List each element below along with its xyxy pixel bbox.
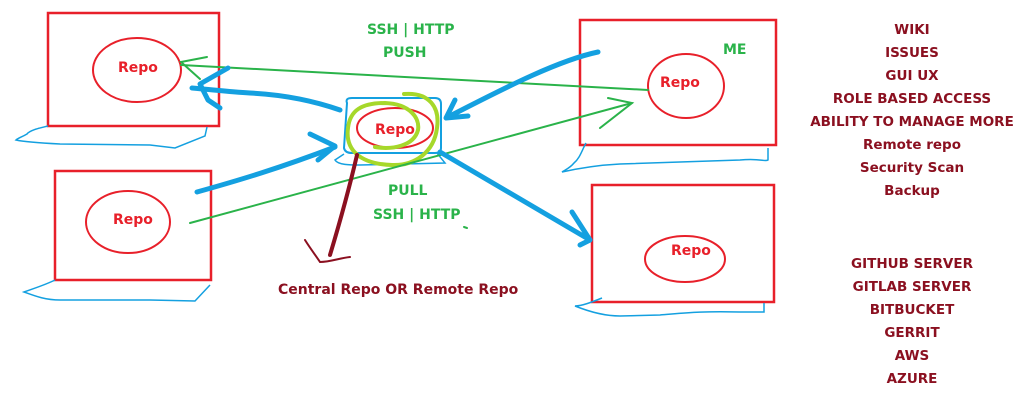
laptop-bottom-right xyxy=(574,183,776,317)
push-label: PUSH xyxy=(383,45,427,61)
server-item: AWS xyxy=(894,348,930,364)
center-to-topleft-arrow xyxy=(189,85,343,113)
laptop-top-right xyxy=(561,18,778,173)
repo-label-bottom-left: Repo xyxy=(113,212,153,228)
laptop-keyboard xyxy=(333,152,447,166)
laptop-center xyxy=(333,91,447,168)
arrowhead xyxy=(443,97,471,121)
push-protocol-label: SSH | HTTP xyxy=(367,22,455,38)
servers-list: GITHUB SERVER GITLAB SERVER BITBUCKET GE… xyxy=(800,253,1024,391)
repo-label-top-left: Repo xyxy=(118,60,158,76)
laptop-keyboard xyxy=(574,297,765,317)
feature-item: ROLE BASED ACCESS xyxy=(832,91,992,107)
feature-item: Backup xyxy=(884,183,940,199)
pull-label: PULL xyxy=(388,183,428,199)
bottomleft-to-center-arrow xyxy=(194,144,338,195)
laptop-keyboard xyxy=(21,279,211,302)
repo-ellipse xyxy=(85,190,171,254)
green-arrows xyxy=(178,56,649,229)
stray-mark xyxy=(463,226,468,229)
server-item: GERRIT xyxy=(884,325,940,341)
laptop-top-left xyxy=(14,11,221,149)
server-item: GITHUB SERVER xyxy=(851,256,973,272)
push-line xyxy=(180,64,649,91)
central-repo-caption: Central Repo OR Remote Repo xyxy=(278,282,519,298)
pointer-arrowhead xyxy=(304,239,351,264)
pull-arrowhead xyxy=(599,97,635,129)
blue-arrows xyxy=(189,49,601,248)
feature-item: Security Scan xyxy=(859,160,965,176)
laptop-screen xyxy=(53,169,213,282)
repo-label-top-right: Repo xyxy=(660,75,700,91)
feature-item: ABILITY TO MANAGE MORE xyxy=(810,114,1014,130)
laptop-screen xyxy=(342,97,442,154)
laptop-keyboard xyxy=(561,142,769,173)
arrowhead xyxy=(307,131,338,163)
pointer-line xyxy=(328,153,359,257)
arrowhead xyxy=(197,65,231,111)
pull-protocol-label: SSH | HTTP xyxy=(373,207,461,223)
repo-ellipse xyxy=(644,235,726,283)
repo-label-center: Repo xyxy=(375,122,415,138)
laptop-keyboard xyxy=(14,125,208,149)
feature-item: Remote repo xyxy=(863,137,961,153)
server-item: BITBUCKET xyxy=(869,302,955,318)
laptop-bottom-left xyxy=(21,169,213,302)
laptop-screen xyxy=(578,18,778,147)
me-tag: ME xyxy=(723,42,747,58)
central-pointer-arrow xyxy=(304,153,359,264)
pull-line xyxy=(189,102,633,224)
repo-label-bottom-right: Repo xyxy=(671,243,711,259)
repo-ellipse xyxy=(92,37,182,103)
laptop-screen xyxy=(46,11,221,128)
push-arrowhead xyxy=(178,56,208,80)
arrowhead xyxy=(569,209,593,248)
center-to-bottomright-arrow xyxy=(437,149,593,243)
feature-item: ISSUES xyxy=(885,45,939,61)
highlight-circle xyxy=(345,91,440,168)
server-item: AZURE xyxy=(886,371,938,387)
features-list: WIKI ISSUES GUI UX ROLE BASED ACCESS ABI… xyxy=(800,19,1024,203)
feature-item: WIKI xyxy=(894,22,930,38)
me-to-center-arrow xyxy=(445,49,601,120)
laptop-screen xyxy=(590,183,776,304)
repo-ellipse xyxy=(647,53,725,119)
feature-item: GUI UX xyxy=(885,68,939,84)
server-item: GITLAB SERVER xyxy=(852,279,972,295)
